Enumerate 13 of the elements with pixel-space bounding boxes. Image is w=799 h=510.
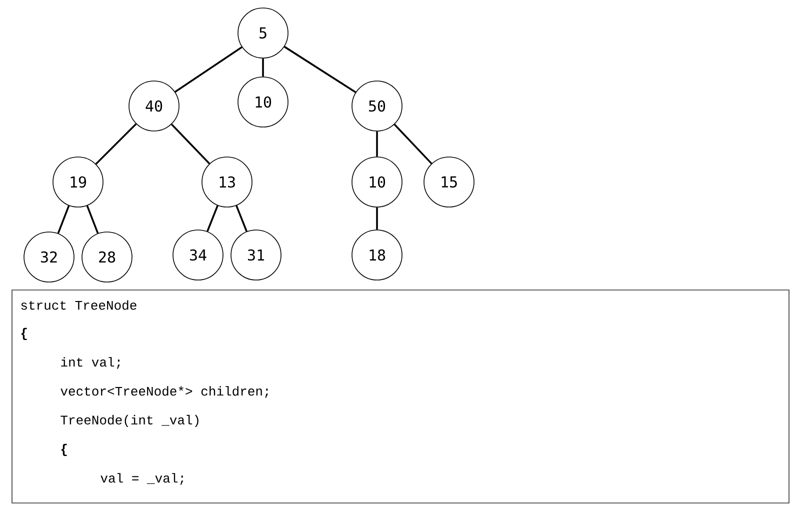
tree-edge (236, 205, 248, 232)
tree-edge (86, 205, 99, 234)
tree-edge (174, 46, 242, 93)
tree-edge (376, 131, 378, 157)
tree-edge (95, 123, 137, 165)
tree-edge (262, 58, 264, 77)
tree-edge (284, 46, 356, 94)
tree-edge (376, 207, 378, 230)
tree-edge (394, 124, 432, 164)
tree-edge (57, 205, 70, 234)
code-box: struct TreeNode { int val; vector<TreeNode*> children; TreeNode(int _val) { val = _val; (12, 290, 790, 504)
tree-edge (206, 205, 218, 232)
tree-edge (170, 124, 210, 164)
